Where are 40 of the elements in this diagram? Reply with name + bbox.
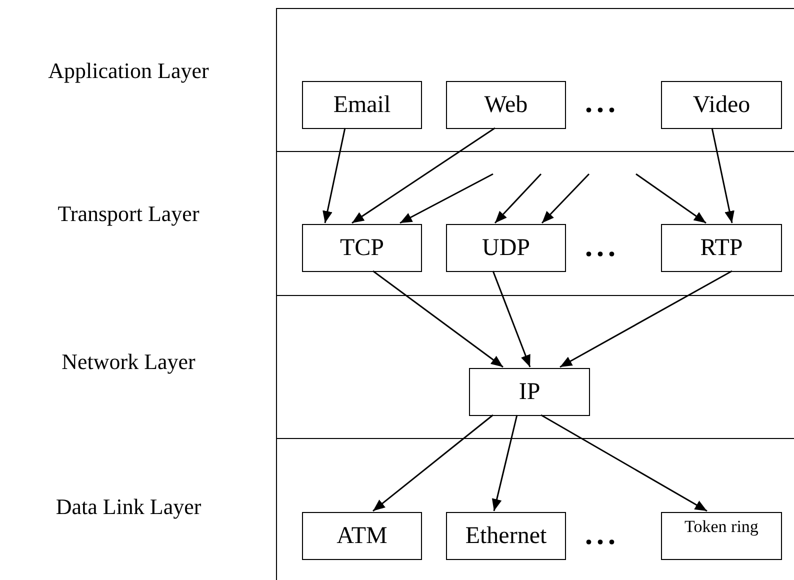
protocol-box xyxy=(661,224,782,272)
arrow xyxy=(372,414,494,512)
arrow xyxy=(711,128,734,224)
protocol-box xyxy=(302,224,422,272)
protocol-name: UDP xyxy=(482,234,530,262)
arrow xyxy=(540,414,708,512)
protocol-name: Web xyxy=(484,92,528,118)
protocol-box xyxy=(446,512,566,560)
protocol-box xyxy=(469,368,590,416)
ellipsis: ... xyxy=(585,520,620,550)
protocol-box xyxy=(446,224,566,272)
layer-heading: Application Layer xyxy=(47,58,210,84)
protocol-box xyxy=(446,81,566,129)
protocol-name: Token ring xyxy=(684,517,758,537)
ellipsis: ... xyxy=(585,88,620,118)
protocol-name: TCP xyxy=(340,234,384,262)
protocol-box xyxy=(302,512,422,560)
layer-heading: Transport Layer xyxy=(56,201,200,227)
protocol-name: IP xyxy=(518,378,540,406)
protocol-name: Email xyxy=(333,92,391,118)
arrow xyxy=(636,173,706,224)
protocol-box xyxy=(661,81,782,129)
arrow xyxy=(352,127,496,224)
layer-heading: Network Layer xyxy=(60,349,196,375)
arrow xyxy=(322,128,346,224)
protocol-box xyxy=(661,512,782,560)
arrow xyxy=(494,173,542,224)
protocol-name: RTP xyxy=(700,234,743,262)
arrow xyxy=(541,173,590,224)
arrow xyxy=(400,173,494,224)
ellipsis: ... xyxy=(585,232,620,262)
arrow xyxy=(372,270,504,368)
protocol-name: ATM xyxy=(336,522,388,550)
protocol-name: Ethernet xyxy=(465,522,547,550)
protocol-box xyxy=(302,81,422,129)
arrow xyxy=(492,270,531,368)
arrow xyxy=(560,270,732,368)
arrow xyxy=(492,414,518,512)
layer-heading: Data Link Layer xyxy=(54,494,202,520)
protocol-name: Video xyxy=(692,92,750,118)
